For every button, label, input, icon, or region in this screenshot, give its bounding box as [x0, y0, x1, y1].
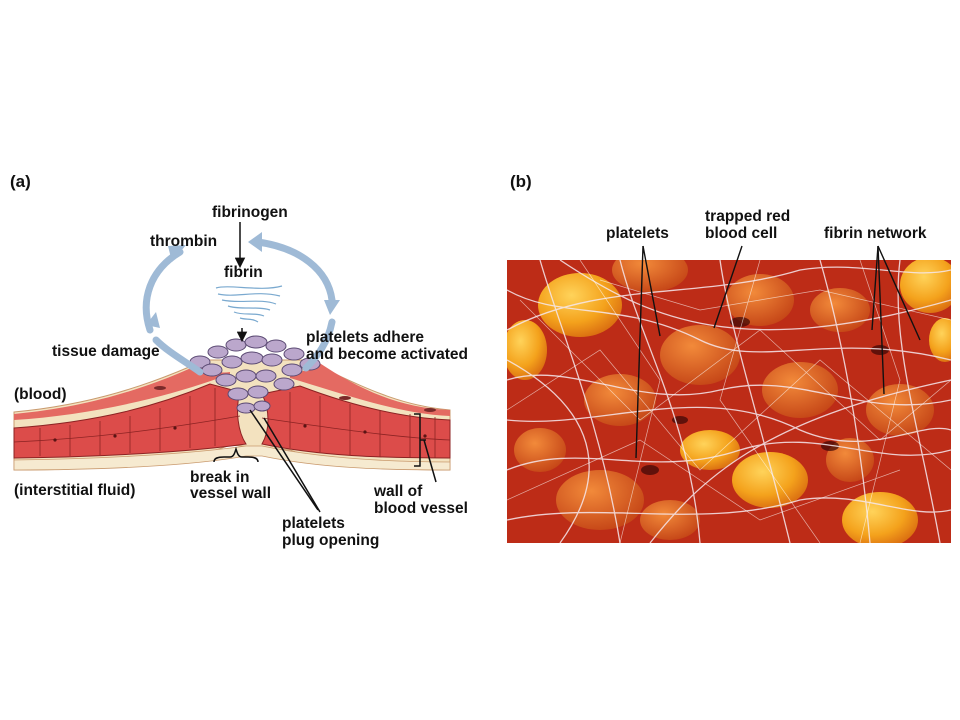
label-arrows [234, 222, 437, 513]
label-platelets-adhere-line2: and become activated [306, 346, 468, 363]
label-platelets-adhere-line1: platelets adhere [306, 329, 425, 346]
label-interstitial-fluid: (interstitial fluid) [14, 482, 136, 499]
label-fibrin: fibrin [224, 264, 263, 281]
fibrin-strands [215, 285, 283, 323]
label-wall-line1: wall of [374, 483, 423, 500]
label-trapped-line1: trapped red [705, 208, 791, 225]
label-fibrinogen: fibrinogen [212, 204, 288, 221]
label-blood: (blood) [14, 386, 67, 403]
label-platelets-b: platelets [606, 225, 669, 242]
label-plug-line1: platelets [282, 515, 345, 532]
label-tissue-damage: tissue damage [52, 343, 160, 360]
label-trapped-line2: blood cell [705, 225, 778, 242]
feedback-cycle-arrowheads [146, 232, 340, 328]
label-wall-line2: blood vessel [374, 500, 468, 517]
panel-a-tag: (a) [10, 172, 31, 191]
label-break-line2: vessel wall [190, 485, 272, 502]
panel-b-tag: (b) [510, 172, 532, 191]
wall-bracket [414, 413, 426, 467]
label-plug-line2: plug opening [282, 532, 380, 549]
label-break-line1: break in [190, 469, 250, 486]
label-fibrin-network: fibrin network [824, 225, 927, 242]
micrograph-pointers [635, 245, 921, 459]
vessel-wall [13, 359, 451, 471]
label-thrombin: thrombin [150, 233, 218, 250]
break-brace [213, 446, 259, 463]
